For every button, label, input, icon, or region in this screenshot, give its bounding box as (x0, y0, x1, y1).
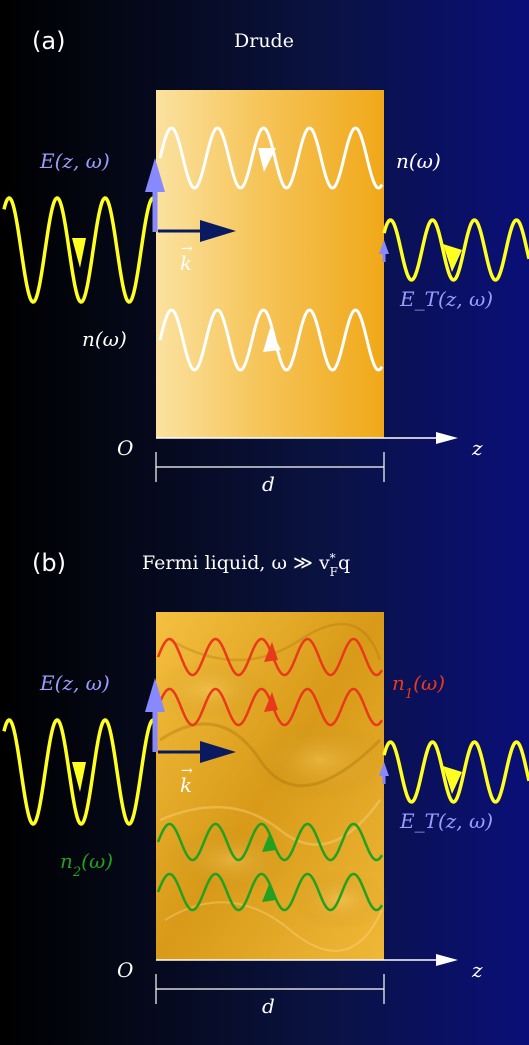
panel-b-title-sub: F (330, 565, 338, 579)
panel-b-title: Fermi liquid, ω ≫ v*Fq (142, 551, 350, 579)
mode1-index-label: n1(ω) (392, 671, 445, 702)
incident-arrowhead-a (72, 238, 86, 268)
panel-b-title-main: Fermi liquid, ω ≫ v (142, 552, 330, 574)
internal-arrowhead-top-a (258, 148, 276, 172)
incident-arrowhead-b (72, 762, 86, 792)
mode1-index-sub: 1 (405, 687, 413, 702)
mode1-index-tail: (ω) (413, 671, 445, 695)
wavevector-vec-a: → (181, 241, 193, 257)
origin-label-a: O (117, 436, 133, 460)
panel-b-title-tail: q (338, 552, 350, 574)
wavevector-arrowhead-b (200, 741, 236, 763)
panel-a: (a) Drude E(z, ω) k → n(ω) n(ω) E_T(z, ω… (2, 27, 529, 496)
incident-wave-b (2, 718, 158, 826)
transmitted-arrowhead-b (443, 766, 462, 794)
internal-arrowhead-bottom-a (263, 328, 281, 352)
index-label-top-a: n(ω) (396, 149, 441, 173)
z-axis-label-a: z (471, 436, 483, 460)
wavevector-arrowhead-a (200, 220, 236, 242)
transmitted-field-arrowhead-a (379, 240, 389, 254)
mode1-index-letter: n (392, 671, 405, 695)
thickness-label-a: d (262, 472, 275, 496)
mode2-arrowhead-bottom (262, 882, 276, 902)
internal-wave-bottom-a (158, 308, 384, 372)
mode1-arrowhead-top (264, 642, 278, 662)
transmitted-wave-b (382, 740, 529, 804)
z-axis-label-b: z (471, 958, 483, 982)
panel-b-title-sup: * (330, 551, 336, 565)
mode1-arrowhead-bottom (264, 692, 278, 712)
wavevector-vec-b: → (181, 763, 193, 779)
transmitted-wave-a (382, 218, 529, 282)
field-arrowhead-a (145, 158, 165, 192)
transmitted-field-label-b: E_T(z, ω) (399, 809, 493, 833)
panel-a-tag: (a) (32, 27, 65, 55)
incident-wave-a (2, 196, 158, 304)
mode2-index-label: n2(ω) (60, 849, 113, 880)
internal-wave-top-a (158, 126, 384, 190)
field-arrowhead-b (145, 678, 165, 712)
origin-label-b: O (117, 958, 133, 982)
panel-b-tag: (b) (32, 549, 66, 577)
mode2-index-letter: n (60, 849, 73, 873)
z-axis-arrowhead-a (436, 432, 458, 444)
incident-field-label-b: E(z, ω) (39, 671, 110, 695)
incident-field-label-a: E(z, ω) (39, 149, 110, 173)
transmitted-field-label-a: E_T(z, ω) (399, 287, 493, 311)
panel-a-title: Drude (234, 30, 294, 52)
transmitted-arrowhead-a (443, 244, 462, 272)
panel-b: (b) Fermi liquid, ω ≫ v*Fq (2, 549, 529, 1018)
wavevector-label-a: k (180, 251, 192, 275)
wavevector-label-b: k (180, 773, 192, 797)
z-axis-arrowhead-b (436, 954, 458, 966)
thickness-label-b: d (262, 994, 275, 1018)
mode2-index-sub: 2 (72, 865, 81, 880)
transmitted-field-arrowhead-b (379, 762, 389, 776)
mode2-index-tail: (ω) (81, 849, 113, 873)
index-label-bottom-a: n(ω) (82, 327, 127, 351)
mode2-arrowhead-top (262, 832, 276, 852)
